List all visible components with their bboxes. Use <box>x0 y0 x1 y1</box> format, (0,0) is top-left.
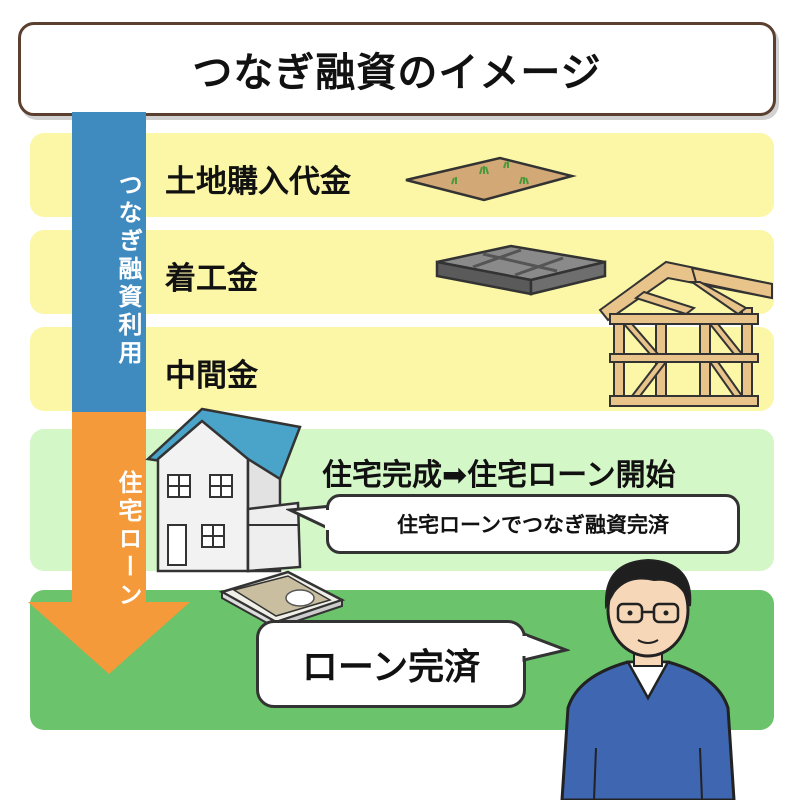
completion-bubble-text: 住宅ローンでつなぎ融資完済 <box>397 509 669 539</box>
man-icon <box>548 548 748 800</box>
house-icon <box>140 405 310 577</box>
final-bubble-text: ローン完済 <box>302 638 480 690</box>
final-bubble: ローン完済 <box>256 620 526 708</box>
completion-bubble: 住宅ローンでつなぎ融資完済 <box>326 494 740 554</box>
arrow-label-bridge: つなぎ融資利用 <box>72 140 146 400</box>
page-title: つなぎ融資のイメージ <box>192 40 601 98</box>
completion-bubble-tail-cover <box>325 510 331 530</box>
final-bubble-tail-cover <box>519 636 527 656</box>
house-frame-icon <box>596 258 776 408</box>
completion-heading: 住宅完成➡住宅ローン開始 <box>322 450 676 494</box>
foundation-icon <box>433 240 611 302</box>
land-plot-icon <box>400 150 580 206</box>
title-box: つなぎ融資のイメージ <box>18 22 776 116</box>
arrow-label-mortgage: 住宅ローン <box>72 440 146 640</box>
